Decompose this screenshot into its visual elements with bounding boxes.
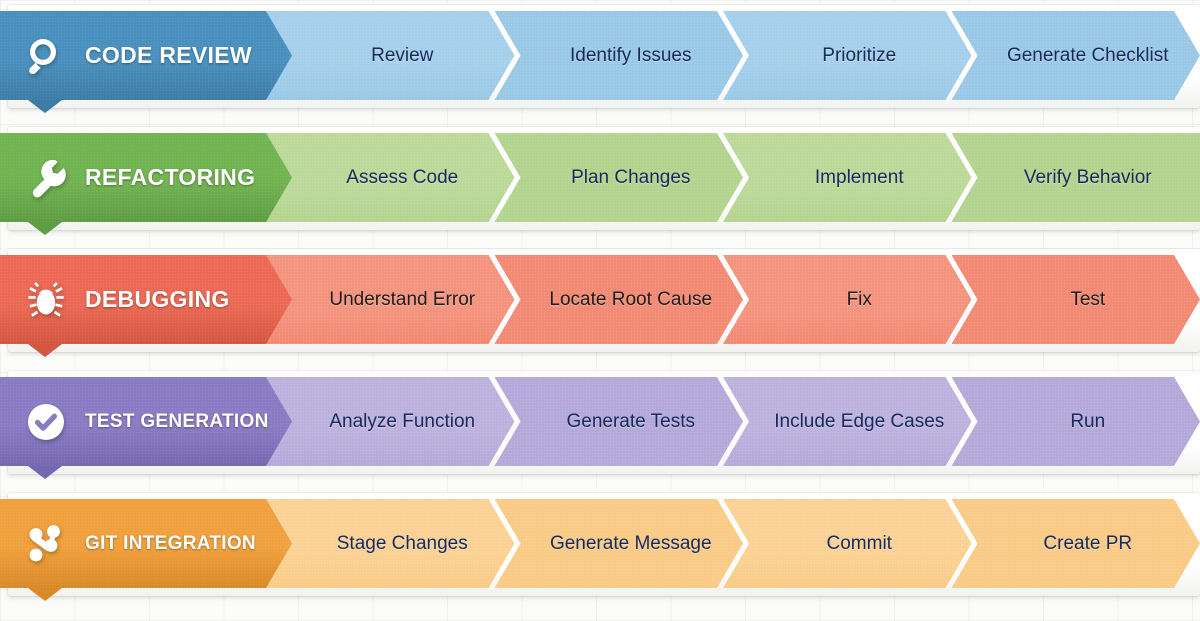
category-banner-git-integration[interactable]: GIT INTEGRATION	[0, 499, 300, 588]
check-circle-icon	[22, 398, 70, 446]
git-branch-icon	[22, 520, 70, 568]
category-label: REFACTORING	[85, 166, 255, 189]
category-banner-code-review[interactable]: CODE REVIEW	[0, 11, 300, 100]
category-label: DEBUGGING	[85, 288, 230, 311]
step-label: Fix	[847, 290, 872, 309]
workflow-step[interactable]: Run	[952, 377, 1200, 466]
step-label: Run	[1070, 412, 1105, 431]
workflow-step[interactable]: Stage Changes	[266, 499, 515, 588]
workflow-step[interactable]: Plan Changes	[495, 133, 744, 222]
step-sequence: Stage Changes Generate Message Commit Creat…	[266, 499, 1200, 588]
workflow-step[interactable]: Generate Message	[495, 499, 744, 588]
category-banner-refactoring[interactable]: REFACTORING	[0, 133, 300, 222]
category-label: TEST GENERATION	[85, 412, 269, 431]
row-track: DEBUGGING Understand Error Locate Root Cau…	[0, 255, 1200, 344]
category-banner-test-generation[interactable]: TEST GENERATION	[0, 377, 300, 466]
workflow-step[interactable]: Prioritize	[723, 11, 972, 100]
workflow-step[interactable]: Create PR	[952, 499, 1200, 588]
row-track: GIT INTEGRATION Stage Changes Generate Mes…	[0, 499, 1200, 588]
step-label: Understand Error	[329, 290, 475, 309]
step-label: Implement	[815, 168, 904, 187]
workflow-step[interactable]: Fix	[723, 255, 972, 344]
workflow-step[interactable]: Generate Checklist	[952, 11, 1200, 100]
step-label: Generate Message	[550, 534, 712, 553]
workflow-step[interactable]: Locate Root Cause	[495, 255, 744, 344]
workflow-step[interactable]: Assess Code	[266, 133, 515, 222]
step-label: Test	[1070, 290, 1105, 309]
step-label: Analyze Function	[329, 412, 475, 431]
wrench-icon	[22, 154, 70, 202]
category-label: GIT INTEGRATION	[85, 534, 256, 553]
magnifier-icon	[22, 32, 70, 80]
workflow-step[interactable]: Review	[266, 11, 515, 100]
workflow-row-code-review: CODE REVIEW Review Identify Issues Prioriti…	[0, 11, 1200, 100]
step-label: Verify Behavior	[1024, 168, 1152, 187]
step-label: Create PR	[1043, 534, 1132, 553]
step-sequence: Review Identify Issues Prioritize Generate …	[266, 11, 1200, 100]
step-label: Generate Checklist	[1007, 46, 1169, 65]
workflow-row-test-generation: TEST GENERATION Analyze Function Generate …	[0, 377, 1200, 466]
row-track: CODE REVIEW Review Identify Issues Prioriti…	[0, 11, 1200, 100]
step-label: Identify Issues	[570, 46, 691, 65]
row-track: REFACTORING Assess Code Plan Changes Implem…	[0, 133, 1200, 222]
workflow-step[interactable]: Implement	[723, 133, 972, 222]
workflow-step[interactable]: Identify Issues	[495, 11, 744, 100]
workflow-row-git-integration: GIT INTEGRATION Stage Changes Generate Mes…	[0, 499, 1200, 588]
category-banner-debugging[interactable]: DEBUGGING	[0, 255, 300, 344]
row-track: TEST GENERATION Analyze Function Generate …	[0, 377, 1200, 466]
step-label: Locate Root Cause	[549, 290, 712, 309]
step-sequence: Understand Error Locate Root Cause Fix Test	[266, 255, 1200, 344]
step-label: Assess Code	[346, 168, 458, 187]
bug-icon	[22, 276, 70, 324]
step-label: Stage Changes	[337, 534, 468, 553]
workflow-step[interactable]: Verify Behavior	[952, 133, 1200, 222]
step-label: Commit	[827, 534, 892, 553]
workflow-row-refactoring: REFACTORING Assess Code Plan Changes Implem…	[0, 133, 1200, 222]
category-label: CODE REVIEW	[85, 44, 252, 67]
workflow-step[interactable]: Commit	[723, 499, 972, 588]
workflow-step[interactable]: Include Edge Cases	[723, 377, 972, 466]
workflow-step[interactable]: Analyze Function	[266, 377, 515, 466]
step-label: Generate Tests	[566, 412, 695, 431]
workflow-step[interactable]: Understand Error	[266, 255, 515, 344]
step-label: Prioritize	[822, 46, 896, 65]
workflow-step[interactable]: Generate Tests	[495, 377, 744, 466]
step-label: Plan Changes	[571, 168, 690, 187]
step-sequence: Assess Code Plan Changes Implement Verify B…	[266, 133, 1200, 222]
step-label: Review	[371, 46, 433, 65]
workflow-step[interactable]: Test	[952, 255, 1200, 344]
step-label: Include Edge Cases	[774, 412, 944, 431]
step-sequence: Analyze Function Generate Tests Include Ed…	[266, 377, 1200, 466]
workflow-row-debugging: DEBUGGING Understand Error Locate Root Cau…	[0, 255, 1200, 344]
